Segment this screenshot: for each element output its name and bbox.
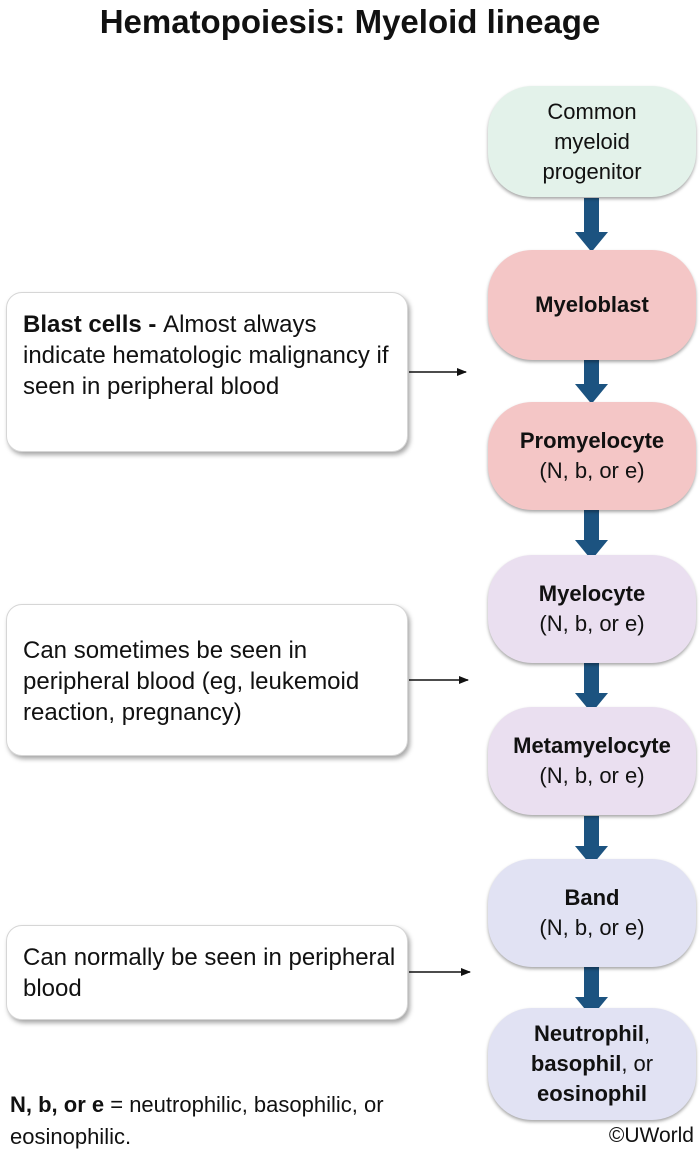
abbreviation-footnote: N, b, or e = neutrophilic, basophilic, o…: [10, 1092, 384, 1149]
node-myelocyte: Myelocyte (N, b, or e): [488, 555, 696, 663]
note-normally-seen: Can normally be seen in peripheral blood: [6, 925, 408, 1020]
node-common-myeloid-progenitor: Common myeloid progenitor: [488, 86, 696, 197]
node-promyelocyte: Promyelocyte (N, b, or e): [488, 402, 696, 510]
arrow-myelocyte-to-metamyelocyte: [575, 663, 608, 713]
arrow-metamyelocyte-to-band: [575, 816, 608, 866]
node-mature-granulocyte: Neutrophil, basophil, or eosinophil: [488, 1008, 696, 1120]
note-sometimes-seen: Can sometimes be seen in peripheral bloo…: [6, 604, 408, 756]
arrow-myeloblast-to-promyelocyte: [575, 360, 608, 404]
node-band: Band (N, b, or e): [488, 859, 696, 967]
node-myeloblast: Myeloblast: [488, 250, 696, 360]
arrow-promyelocyte-to-myelocyte: [575, 510, 608, 560]
arrow-cmp-to-myeloblast: [575, 198, 608, 252]
node-metamyelocyte: Metamyelocyte (N, b, or e): [488, 707, 696, 815]
diagram-title: Hematopoiesis: Myeloid lineage: [99, 3, 601, 40]
note-blast-cells: Blast cells - Almost always indicate hem…: [6, 292, 408, 452]
arrow-band-to-final: [575, 967, 608, 1017]
copyright-label: ©UWorld: [608, 1124, 694, 1147]
